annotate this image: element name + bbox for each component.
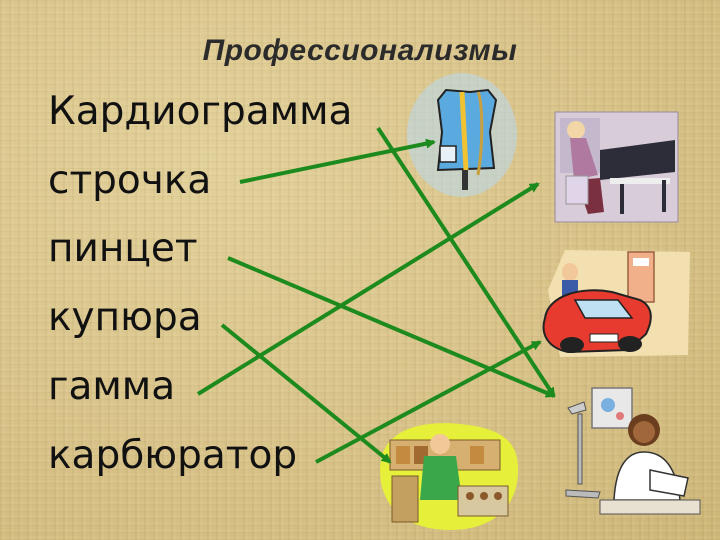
word-kardiogramma: Кардиограмма bbox=[48, 89, 353, 134]
word-gamma: гамма bbox=[48, 364, 176, 409]
matching-arrows bbox=[196, 126, 556, 464]
word-strochka: строчка bbox=[48, 158, 212, 203]
doctor-at-desk-icon bbox=[565, 387, 701, 515]
shop-cashier-icon bbox=[380, 423, 519, 530]
slide-title: Профессионализмы bbox=[202, 34, 518, 67]
arrow-gamma-to-pianist bbox=[196, 182, 540, 396]
word-kupyura: купюра bbox=[48, 295, 202, 340]
word-pintset: пинцет bbox=[48, 226, 198, 271]
pianist-icon bbox=[554, 111, 679, 223]
tailor-mannequin-icon bbox=[407, 73, 517, 197]
arrow-strochka-to-mannequin bbox=[239, 138, 436, 184]
word-karbyurator: карбюратор bbox=[48, 433, 298, 478]
arrow-karbyurator-to-car bbox=[315, 340, 542, 464]
arrow-kupyura-to-cashier bbox=[220, 323, 392, 464]
car-at-gas-station-icon bbox=[542, 250, 690, 357]
arrow-pintset-to-doctor bbox=[227, 256, 556, 398]
